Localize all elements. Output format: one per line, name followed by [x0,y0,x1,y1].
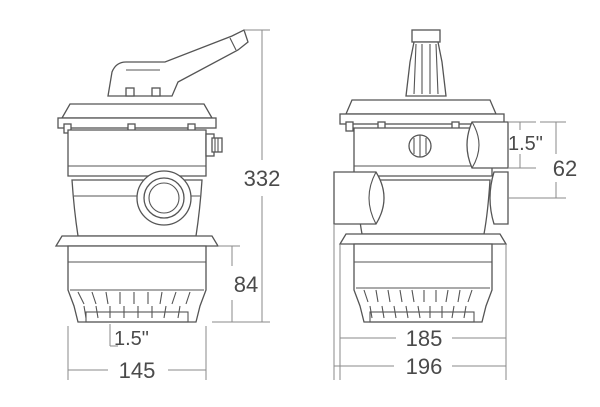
dim-port-offset: 62 [508,121,577,199]
dim-label-front-port: 1.5" [114,328,149,350]
front-view: 332 84 1.5" 145 [54,29,281,383]
dim-label-332: 332 [244,166,281,191]
dim-label-side-port: 1.5" [508,133,543,155]
side-port-upper [466,121,509,169]
dim-inner-width: 185 [339,244,507,380]
side-port-lower [333,171,385,225]
dim-label-145: 145 [119,358,156,383]
body-emblem [408,134,432,158]
dim-label-185: 185 [406,326,443,351]
side-view: 1.5" 62 185 196 [333,29,577,380]
side-cover [339,99,505,132]
dim-outer-width: 196 [333,224,506,380]
side-flange [338,233,508,245]
front-port [136,170,192,226]
dim-label-84: 84 [234,272,258,297]
dim-label-62: 62 [553,156,577,181]
dim-front-port: 1.5" [109,324,149,350]
side-strainer [353,243,493,323]
dim-front-width: 145 [67,326,207,383]
top-knob [405,29,447,97]
valve-cover [57,103,217,134]
valve-handle [107,29,249,97]
strainer [67,245,207,323]
side-port-right [489,171,509,225]
side-knob [205,133,223,157]
bottom-flange [54,235,220,247]
dim-bottom-section: 84 [218,245,258,322]
dim-height-total: 332 [212,29,281,323]
dim-label-196: 196 [406,354,443,379]
dim-side-port: 1.5" [508,121,543,169]
